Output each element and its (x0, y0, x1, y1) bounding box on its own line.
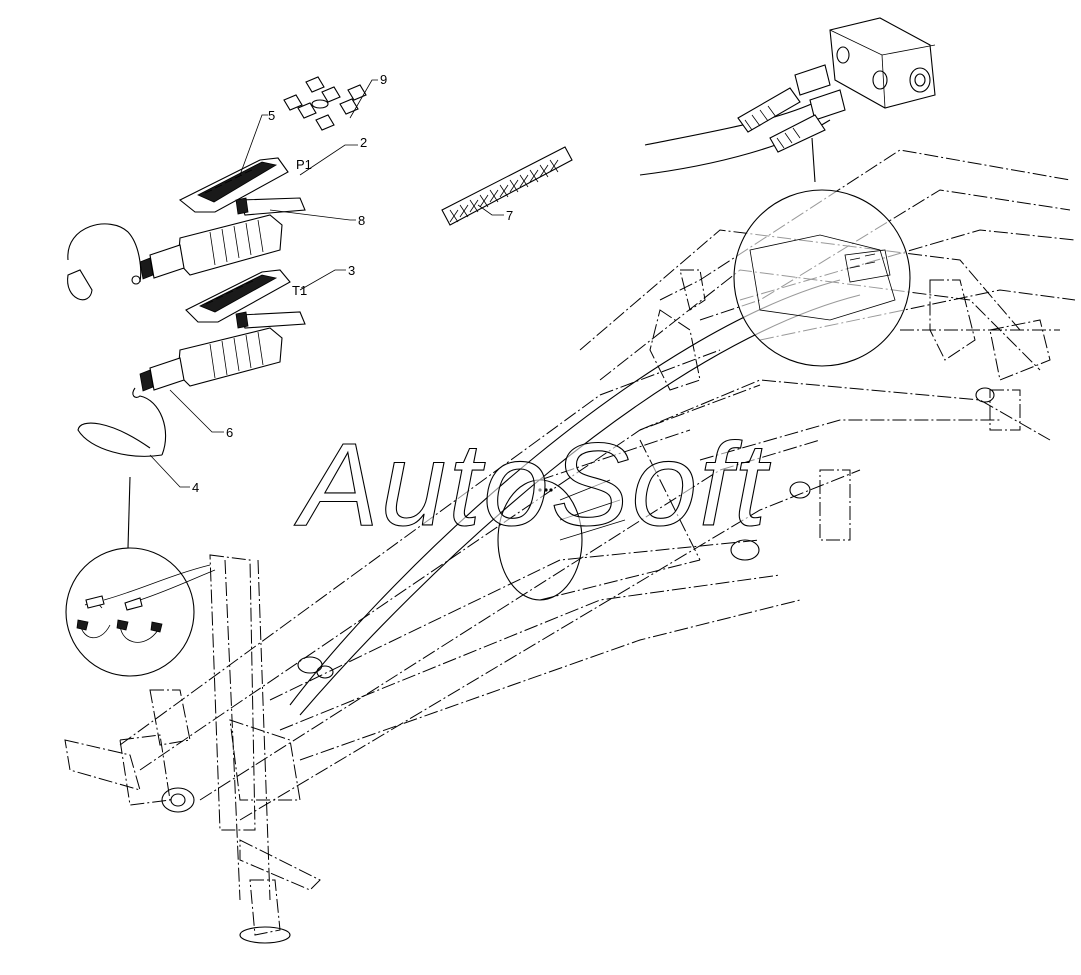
coupler-assembly-p1 (67, 76, 367, 301)
clip-set (283, 76, 367, 131)
callout-9: 9 (380, 72, 387, 87)
detail-circle-rear (733, 189, 911, 367)
callout-5: 5 (268, 108, 275, 123)
callout-3: 3 (348, 263, 355, 278)
watermark-text: AutoSoft (294, 419, 771, 551)
tank (497, 429, 701, 601)
callout-6: 6 (226, 425, 233, 440)
coupler-assembly-t1 (77, 269, 306, 457)
callout-p1: P1 (296, 157, 312, 172)
callout-2: 2 (360, 135, 367, 150)
callout-t1: T1 (292, 283, 307, 298)
protective-sleeve (441, 146, 573, 226)
callout-8: 8 (358, 213, 365, 228)
detail-circle-front (65, 476, 216, 677)
hydraulic-hoses (289, 99, 861, 716)
callout-7: 7 (506, 208, 513, 223)
callouts: 9 5 2 P1 8 7 3 T1 6 4 (149, 72, 513, 495)
callout-4: 4 (192, 480, 199, 495)
chassis-frame (64, 149, 1076, 944)
valve-block (737, 17, 936, 183)
